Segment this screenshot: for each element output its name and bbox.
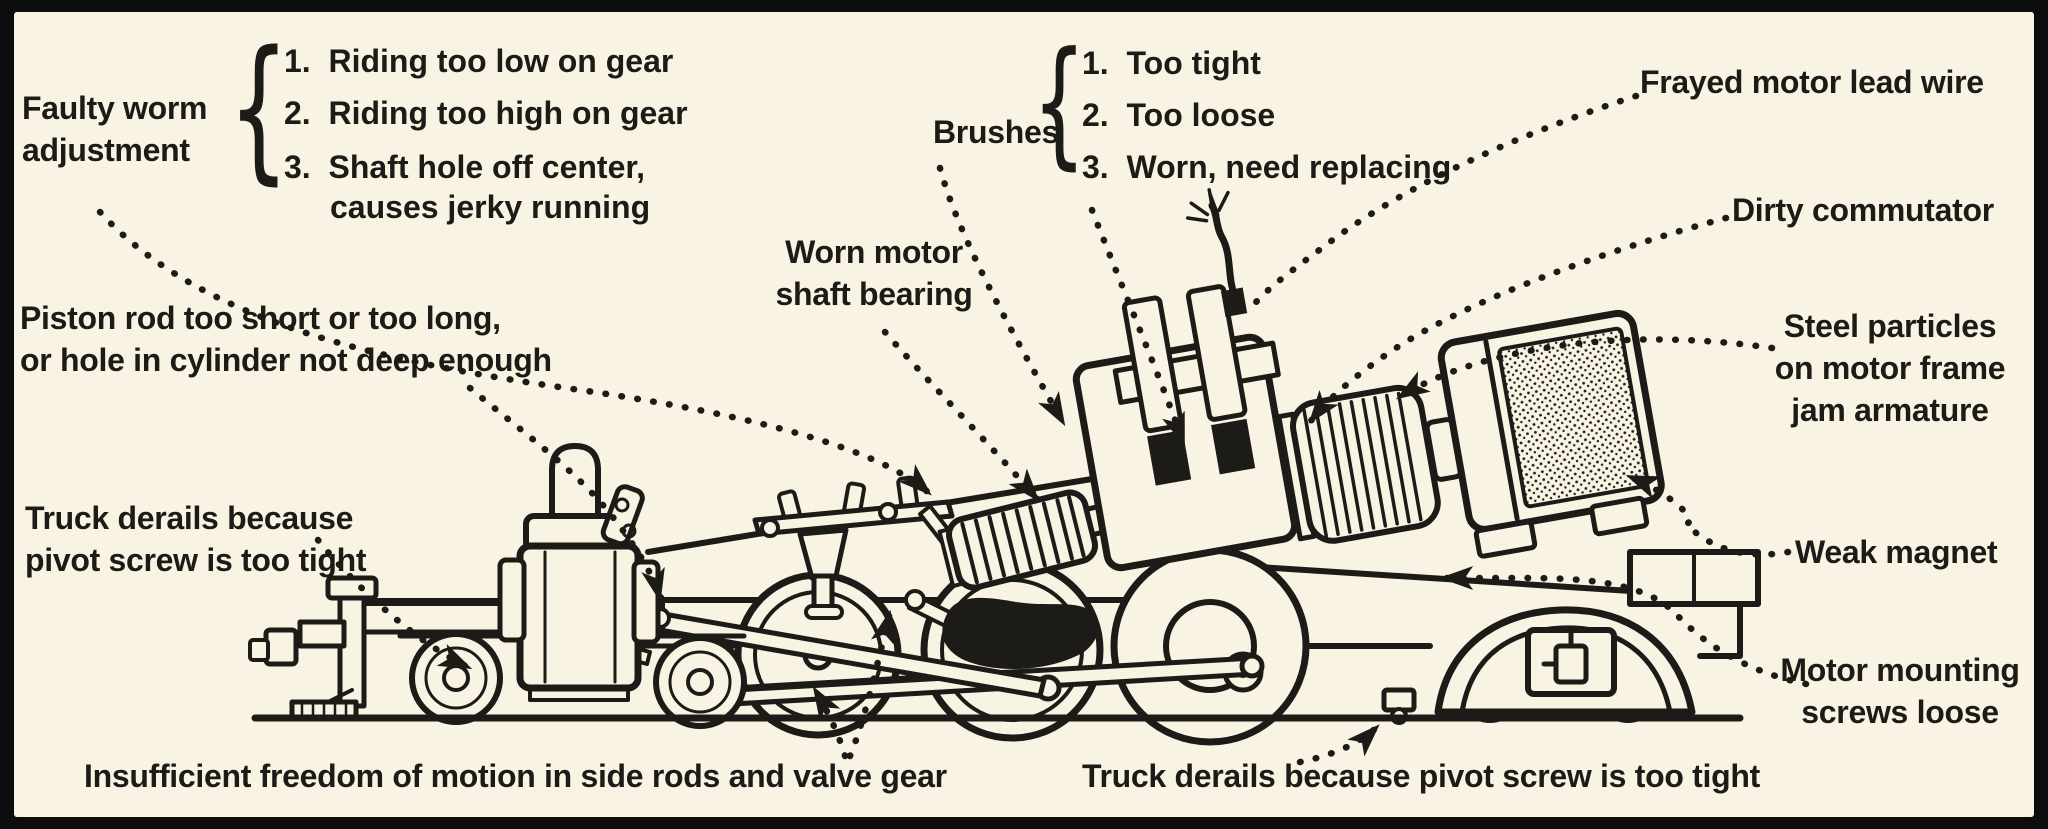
faulty-worm-item-3b: causes jerky running [330, 189, 651, 225]
frayed-wire [1186, 188, 1248, 317]
label-brushes: Brushes [933, 114, 1059, 150]
brushes-item-2: 2. Too loose [1082, 97, 1276, 133]
grease-blob [942, 597, 1099, 670]
leader-motor-mounting [1438, 566, 1810, 688]
leader-truck-derails-bottom [1296, 722, 1382, 766]
leader-weak-magnet [1624, 472, 1792, 558]
leader-dirty-commutator [1306, 214, 1730, 426]
cylinder-block [497, 443, 661, 702]
leader-brushes-1 [936, 164, 1068, 428]
faulty-worm-brace: { [228, 17, 290, 199]
valve-gear-hanger [752, 475, 974, 620]
rear-truck [1381, 606, 1696, 725]
faulty-worm-item-2: 2. Riding too high on gear [284, 95, 688, 131]
leader-insufficient-b [846, 608, 895, 760]
leader-frayed-wire [1244, 92, 1640, 316]
pilot-assembly [248, 575, 379, 721]
leader-piston-rod [466, 384, 665, 604]
brushes-brace: { [1032, 22, 1087, 183]
label-dirty-commutator: Dirty commutator [1732, 192, 1994, 228]
magnet-stipple-face [1497, 326, 1650, 509]
label-piston-rod: Piston rod too short or too long,or hole… [20, 300, 552, 378]
leader-steel-particles [1394, 336, 1776, 402]
brush-plate [1072, 188, 1299, 572]
label-insufficient-freedom: Insufficient freedom of motion in side r… [84, 758, 947, 794]
leader-worn-bearing [881, 328, 1042, 504]
brushes-item-3: 3. Worn, need replacing [1082, 149, 1452, 185]
label-weak-magnet: Weak magnet [1795, 534, 1998, 570]
faulty-worm-item-1: 1. Riding too low on gear [284, 43, 674, 79]
leader-lines [96, 92, 1810, 766]
label-frayed-wire: Frayed motor lead wire [1640, 64, 1984, 100]
brushes-item-1: 1. Too tight [1082, 45, 1261, 81]
motor-rear [1276, 309, 1665, 559]
brush-tube [1185, 284, 1248, 422]
label-truck-derails-bottom: Truck derails because pivot screw is too… [1082, 758, 1760, 794]
leader-truck-derails-left [314, 536, 474, 672]
front-truck [397, 631, 747, 729]
leader-faulty-worm [96, 208, 934, 498]
leader-insufficient-a [810, 684, 849, 760]
faulty-worm-item-3: 3. Shaft hole off center, [284, 149, 645, 185]
leader-brushes-2 [1088, 206, 1188, 448]
